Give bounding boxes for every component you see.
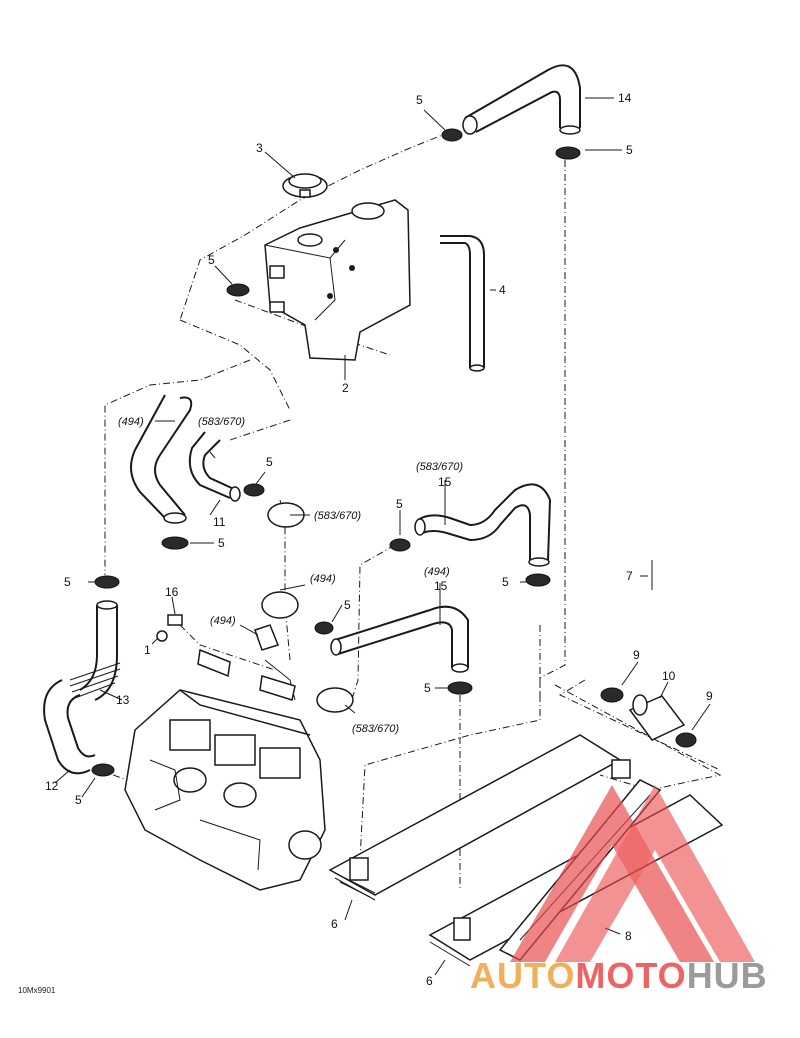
note-494-b: (494)	[310, 573, 336, 585]
label-5-k: 5	[75, 793, 82, 807]
label-13: 13	[116, 693, 130, 707]
hose-13	[69, 600, 121, 701]
hose-10	[628, 694, 686, 741]
svg-text:AUTOMOTOHUB: AUTOMOTOHUB	[470, 955, 768, 996]
label-5-g: 5	[502, 575, 509, 589]
clamp-5-i	[314, 621, 334, 635]
overflow-hose-4	[440, 235, 485, 372]
label-9-a: 9	[633, 648, 640, 662]
label-5-a: 5	[416, 93, 423, 107]
label-6-a: 6	[331, 917, 338, 931]
note-494-d: (494)	[210, 615, 236, 627]
engine-block	[124, 648, 326, 891]
label-7: 7	[626, 569, 633, 583]
clamp-5-c	[226, 283, 250, 297]
label-2: 2	[342, 381, 349, 395]
fitting-1	[156, 630, 168, 642]
note-583-b: (583/670)	[416, 461, 463, 473]
clamp-9-a	[600, 687, 624, 703]
label-11: 11	[213, 515, 226, 529]
label-15-b: 15	[434, 579, 448, 593]
watermark-auto: AUTO	[470, 955, 575, 996]
clamp-9-b	[675, 732, 697, 748]
label-5-e: 5	[218, 536, 225, 550]
watermark-moto: MOTO	[575, 955, 686, 996]
flow-lines	[99, 131, 722, 890]
hose-14	[462, 64, 581, 135]
note-494-a: (494)	[118, 416, 144, 428]
clamp-5-h	[94, 575, 120, 589]
label-1: 1	[144, 643, 151, 657]
label-8: 8	[625, 929, 632, 943]
clamp-5-k	[91, 763, 115, 777]
label-9-b: 9	[706, 689, 713, 703]
label-5-c: 5	[208, 253, 215, 267]
label-5-i: 5	[344, 598, 351, 612]
note-583-c: (583/670)	[314, 510, 361, 522]
radiator-cap	[282, 173, 328, 198]
clamp-5-j	[447, 681, 473, 695]
label-16: 16	[165, 585, 179, 599]
clamp-5-a	[441, 128, 463, 142]
coolant-tank	[264, 199, 411, 361]
label-5-h: 5	[64, 575, 71, 589]
label-12: 12	[45, 779, 59, 793]
label-5-j: 5	[424, 681, 431, 695]
clamp-5-g	[525, 573, 551, 587]
note-494-c: (494)	[424, 566, 450, 578]
label-14: 14	[618, 91, 632, 105]
fitting-16	[167, 614, 183, 626]
hose-15-lower	[330, 605, 469, 673]
hose-15-upper	[414, 483, 552, 567]
part-labels: 14 5 5 3 5 4 2 (494) (583/670) 5 (583/67…	[18, 91, 713, 995]
label-15-a: 15	[438, 475, 452, 489]
label-4: 4	[499, 283, 506, 297]
label-5-b: 5	[626, 143, 633, 157]
label-6-b: 6	[426, 974, 433, 988]
note-583-a: (583/670)	[198, 416, 245, 428]
clamps	[91, 128, 697, 777]
label-3: 3	[256, 141, 263, 155]
watermark-logo: AUTOMOTOHUB	[470, 785, 768, 996]
clamp-5-b	[555, 146, 581, 160]
figure-code: 10Mx9901	[18, 986, 56, 995]
label-10: 10	[662, 669, 676, 683]
note-583-d: (583/670)	[352, 723, 399, 735]
hose-12	[43, 679, 96, 775]
clamp-5-f	[389, 538, 411, 552]
clamp-5-d	[243, 483, 265, 497]
hose-11	[130, 394, 241, 524]
clamp-5-e	[161, 536, 189, 550]
label-5-d: 5	[266, 455, 273, 469]
watermark-hub: HUB	[687, 955, 768, 996]
label-5-f: 5	[396, 497, 403, 511]
leader-lines	[54, 97, 711, 976]
